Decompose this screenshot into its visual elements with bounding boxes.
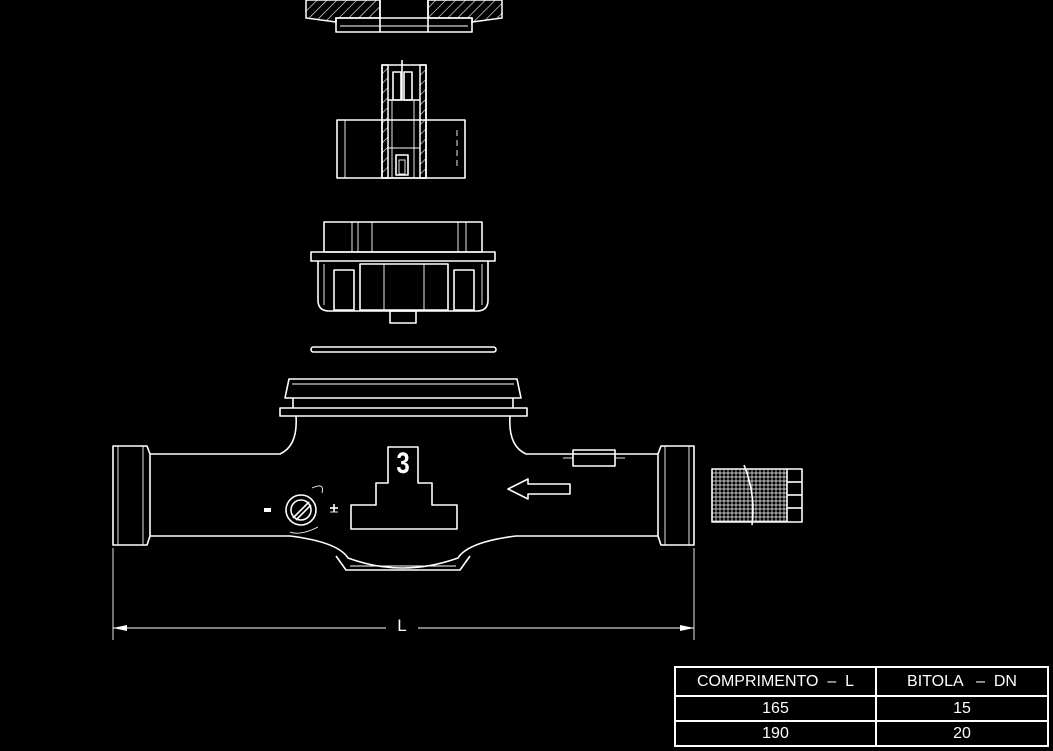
model-number: 3 <box>396 447 410 480</box>
seal-ring <box>310 346 497 353</box>
strainer-filter <box>711 464 803 526</box>
table-cell-diameter: 15 <box>875 695 1049 722</box>
measuring-chamber <box>310 221 496 324</box>
model-nameplate <box>350 446 458 530</box>
table-cell-length: 190 <box>674 720 877 747</box>
dimension-spec-table: COMPRIMENTO – L BITOLA – DN 165 15 190 2… <box>674 666 1049 747</box>
table-row: 165 15 <box>674 695 1049 722</box>
column-header-diameter: BITOLA – DN <box>875 666 1049 697</box>
column-header-length: COMPRIMENTO – L <box>674 666 877 697</box>
table-row: 190 20 <box>674 720 1049 747</box>
flow-direction-arrow <box>507 478 571 500</box>
meter-body <box>112 378 695 571</box>
length-dimension-label: L <box>386 616 418 636</box>
adjustment-screw <box>264 485 338 534</box>
top-cap-section <box>305 0 503 33</box>
table-cell-diameter: 20 <box>875 720 1049 747</box>
table-cell-length: 165 <box>674 695 877 722</box>
table-header-row: COMPRIMENTO – L BITOLA – DN <box>674 666 1049 697</box>
register-mechanism <box>336 60 466 179</box>
